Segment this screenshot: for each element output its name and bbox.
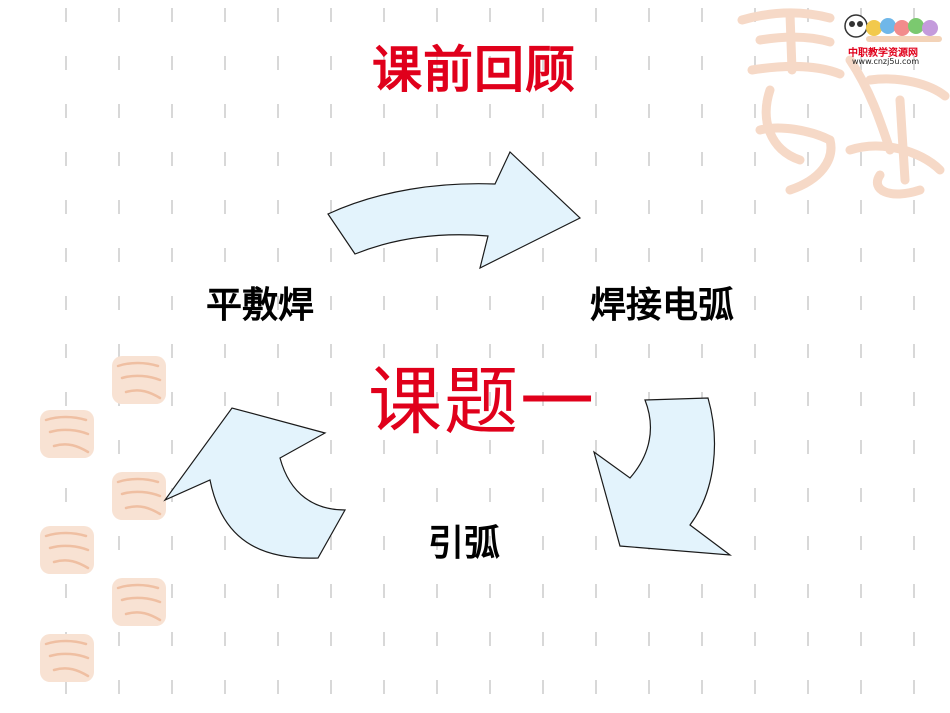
label-welding-arc: 焊接电弧 (590, 285, 735, 326)
site-logo-icon (844, 14, 942, 42)
label-arc-striking: 引弧 (428, 523, 501, 564)
label-flat-welding: 平敷焊 (206, 285, 315, 326)
topic-heading: 课题一 (368, 359, 596, 445)
site-logo-url: www.cnzj5u.com (852, 57, 920, 66)
slide-title: 课前回顾 (372, 41, 576, 99)
site-logo-name: 中职教学资源网 (848, 48, 918, 59)
